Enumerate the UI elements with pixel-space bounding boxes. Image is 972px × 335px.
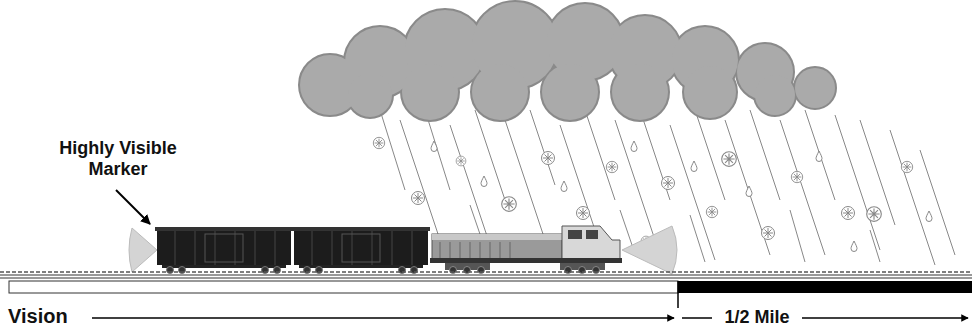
raindrop [926,211,932,222]
locomotive [430,226,622,274]
cab-window [568,230,582,239]
rain-streak [450,125,490,245]
loco-frame [430,258,622,263]
rain-streak [380,110,405,190]
snowflake [662,177,675,190]
raindrop [631,141,637,152]
snowflake [373,137,384,148]
snowflake [722,152,737,167]
raindrop [561,181,567,192]
cloud-outline [300,2,835,120]
snowflake [456,156,466,166]
snowflake [762,227,775,240]
cab-window [586,230,598,239]
car-door [342,234,380,262]
cloud-puff [795,68,835,108]
cloud-puff [612,64,668,120]
cloud-puff [348,73,392,117]
car-ribs [312,231,412,265]
raindrop [481,176,487,187]
rain-streak [475,110,505,200]
rain-streak [860,120,895,225]
loco-vents [440,242,510,258]
rain-streak [670,125,715,260]
rain-streak [780,120,825,255]
car-roof [155,227,293,231]
snowflake [412,192,425,205]
rain-streak [585,110,615,200]
cloud-puff [684,66,736,118]
vision-arrow [92,317,674,319]
cloud-puff [684,66,736,118]
rain-streak [890,130,935,265]
cloud-puff [402,64,458,120]
snowflake [542,152,555,165]
rain-streak [805,110,835,200]
snowflake [791,171,802,182]
raindrop [816,151,822,162]
dimension-label: 1/2 Mile [712,307,802,328]
snowflake [502,197,517,212]
raindrop [746,186,752,197]
marker-light [129,228,157,272]
rain-streak [695,110,725,200]
cloud-puff [348,73,392,117]
loco-hood-top [432,234,562,240]
callout-arrow [116,190,150,224]
car-roof [292,227,430,231]
car-ribs [175,231,275,265]
car-door [205,234,243,262]
boxcar [292,227,430,274]
rail [0,278,972,279]
rail [0,275,972,276]
cloud-puff [612,64,668,120]
car-body [294,229,428,265]
track-ties [0,271,972,273]
snowflake [577,207,590,220]
callout-label: Highly Visible Marker [48,138,188,180]
snowflake [842,207,855,220]
headlight-beam [622,226,677,274]
cloud-puff [755,75,795,115]
rain-streak [835,115,880,250]
cloud-puff [795,68,835,108]
rain-streak [920,150,955,255]
boxcar [155,227,293,274]
cloud-puff [402,64,458,120]
cloud-puff [472,64,528,120]
half-mile-bar [678,281,972,293]
raindrop [691,161,697,172]
cloud-puff [755,75,795,115]
rain-streak [690,215,705,262]
loco-hood [432,234,562,260]
raindrop [851,241,857,252]
rain-streak [620,210,632,245]
cloud-puff [542,64,598,120]
precipitation [373,137,932,251]
snowflake [606,161,617,172]
snowflake [901,161,912,172]
dimension-label: Vision [8,305,88,328]
rain-streak [790,210,805,262]
rain-streak [530,110,555,185]
snowflake [867,207,882,222]
loco-cab [562,226,620,260]
snowflake [706,206,717,217]
vision-bar [9,281,678,293]
cloud-puff [472,64,528,120]
raindrop [431,141,437,152]
rain-streak [425,110,450,190]
cloud-fill [300,2,835,120]
rain-streak [870,230,880,262]
car-body [157,229,291,265]
divider-tick [677,281,679,308]
cloud-puff [542,64,598,120]
rain-streak [750,110,780,200]
